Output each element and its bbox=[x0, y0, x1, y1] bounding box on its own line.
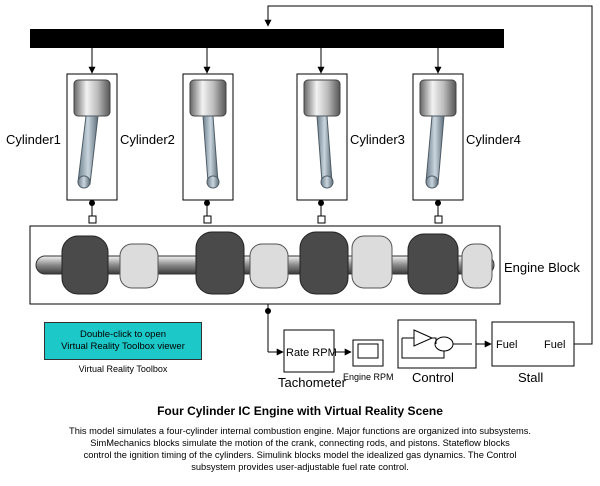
vr-toolbox-line2: Virtual Reality Toolbox viewer bbox=[61, 341, 185, 353]
model-description: This model simulates a four-cylinder int… bbox=[40, 425, 560, 473]
cylinder4-label: Cylinder4 bbox=[466, 132, 521, 147]
control-label: Control bbox=[412, 370, 454, 385]
stall-block[interactable]: Fuel Fuel bbox=[492, 322, 574, 366]
description-line: SimMechanics blocks simulate the motion … bbox=[40, 437, 560, 449]
stall-in-port: Fuel bbox=[496, 339, 517, 351]
cylinder1-label: Cylinder1 bbox=[6, 132, 61, 147]
engine-block[interactable] bbox=[30, 226, 500, 304]
stall-out-port: Fuel bbox=[544, 339, 565, 351]
bus-bar[interactable] bbox=[30, 29, 504, 48]
engine-block-label: Engine Block bbox=[504, 260, 580, 275]
vr-toolbox-button[interactable]: Double-click to open Virtual Reality Too… bbox=[44, 322, 202, 360]
tachometer-port-label: Rate RPM bbox=[286, 347, 337, 359]
cylinder-block-1[interactable] bbox=[67, 48, 117, 223]
cylinder2-label: Cylinder2 bbox=[120, 132, 175, 147]
description-line: control the ignition timing of the cylin… bbox=[40, 449, 560, 461]
vr-toolbox-line1: Double-click to open bbox=[80, 329, 166, 341]
cylinder-block-3[interactable] bbox=[297, 48, 347, 223]
description-line: This model simulates a four-cylinder int… bbox=[40, 425, 560, 437]
engine-rpm-scope[interactable] bbox=[353, 340, 383, 366]
control-block[interactable] bbox=[398, 320, 476, 368]
tachometer-block[interactable]: Rate RPM bbox=[284, 330, 337, 372]
stall-label: Stall bbox=[518, 370, 543, 385]
description-line: subsystem provides user-adjustable fuel … bbox=[40, 461, 560, 473]
cylinder-block-4[interactable] bbox=[413, 48, 463, 223]
tachometer-label: Tachometer bbox=[278, 375, 347, 390]
engine-rpm-label: Engine RPM bbox=[343, 372, 394, 382]
vr-toolbox-caption: Virtual Reality Toolbox bbox=[44, 364, 202, 374]
cylinder-block-2[interactable] bbox=[183, 48, 233, 223]
model-title: Four Cylinder IC Engine with Virtual Rea… bbox=[0, 404, 600, 418]
cylinder3-label: Cylinder3 bbox=[350, 132, 405, 147]
